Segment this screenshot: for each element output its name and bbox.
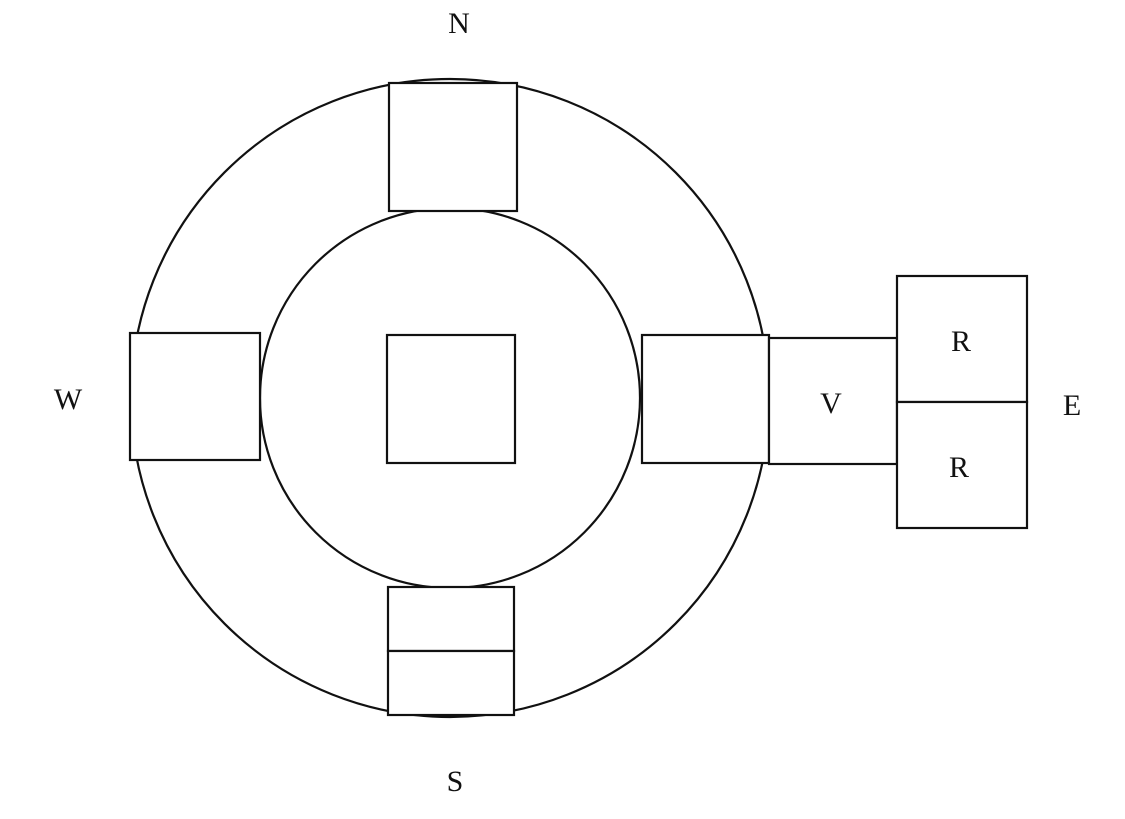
compass-label-west: W (54, 383, 83, 416)
center-square (385, 333, 517, 465)
compass-label-north: N (448, 7, 470, 40)
room-lower (895, 400, 1029, 530)
north-gate-block (387, 81, 519, 213)
south-gate-block-lower (386, 649, 516, 717)
west-gate-block (128, 331, 262, 462)
room-lower-label: R (949, 451, 969, 484)
compass-label-south: S (447, 765, 464, 798)
east-gate-block (640, 333, 771, 465)
south-gate-block-upper (386, 585, 516, 653)
corridor-v (767, 336, 899, 466)
corridor-label: V (820, 387, 842, 420)
room-upper-label: R (951, 325, 971, 358)
compass-label-east: E (1063, 389, 1081, 422)
